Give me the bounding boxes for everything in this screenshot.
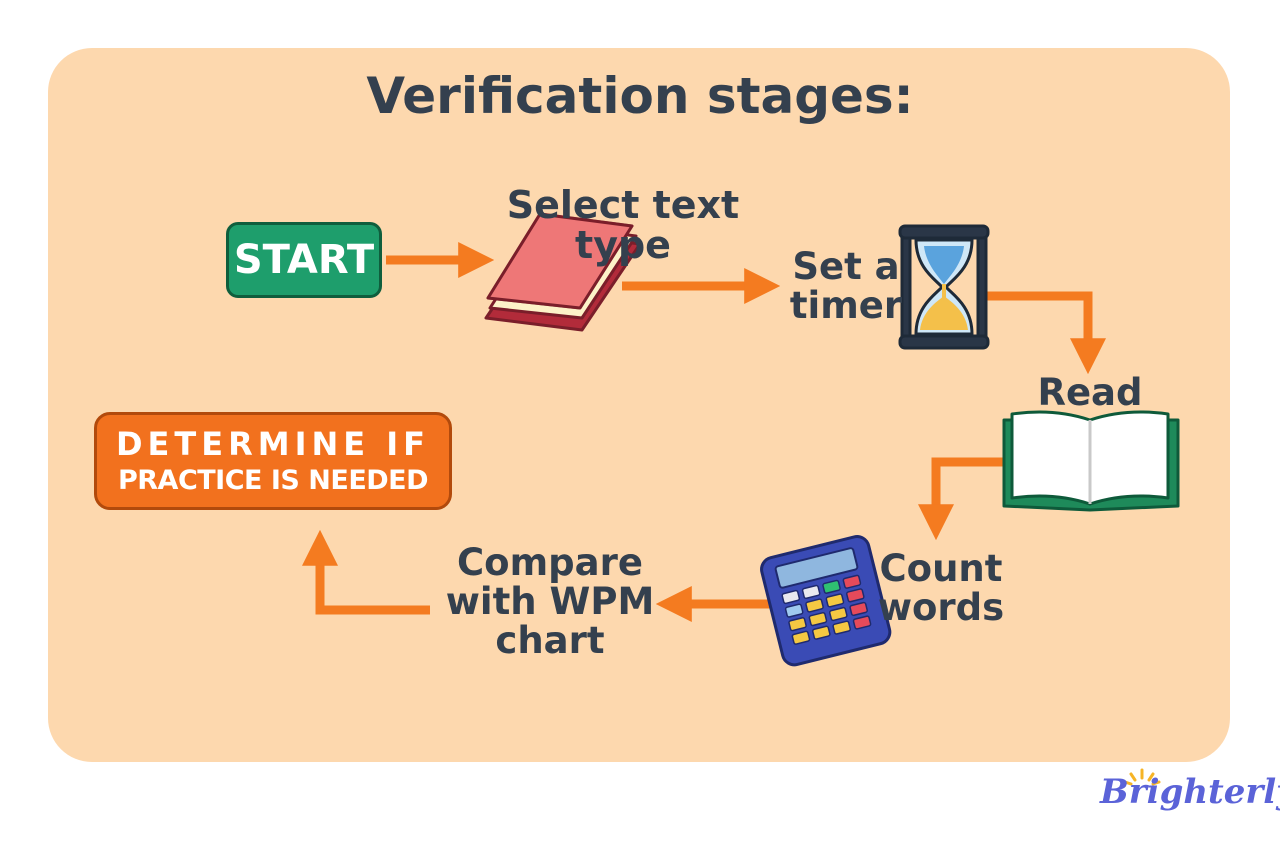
- sun-rays-icon: [1123, 768, 1161, 786]
- select-text-type-label: Select text type: [506, 183, 740, 267]
- count-words-label: Count words: [877, 547, 1005, 629]
- start-step: START: [226, 222, 382, 298]
- arrow-compare-to-determine: [302, 529, 430, 615]
- set-timer-label: Set a timer: [789, 245, 903, 327]
- arrow-read-to-count: [918, 457, 1004, 541]
- compare-wpm-label: Compare with WPM chart: [445, 541, 655, 662]
- start-label: START: [233, 237, 375, 283]
- brand-logo: Brighterly: [1100, 772, 1280, 812]
- determine-line-2: PRACTICE IS NEEDED: [117, 465, 429, 496]
- diagram-title: Verification stages:: [366, 67, 914, 125]
- diagram-panel: [48, 48, 1230, 762]
- determine-line-1: DETERMINE IF: [115, 425, 431, 463]
- determine-step: DETERMINE IF PRACTICE IS NEEDED: [94, 412, 452, 510]
- read-label: Read: [1037, 371, 1143, 414]
- arrow-timer-to-read: [982, 291, 1106, 375]
